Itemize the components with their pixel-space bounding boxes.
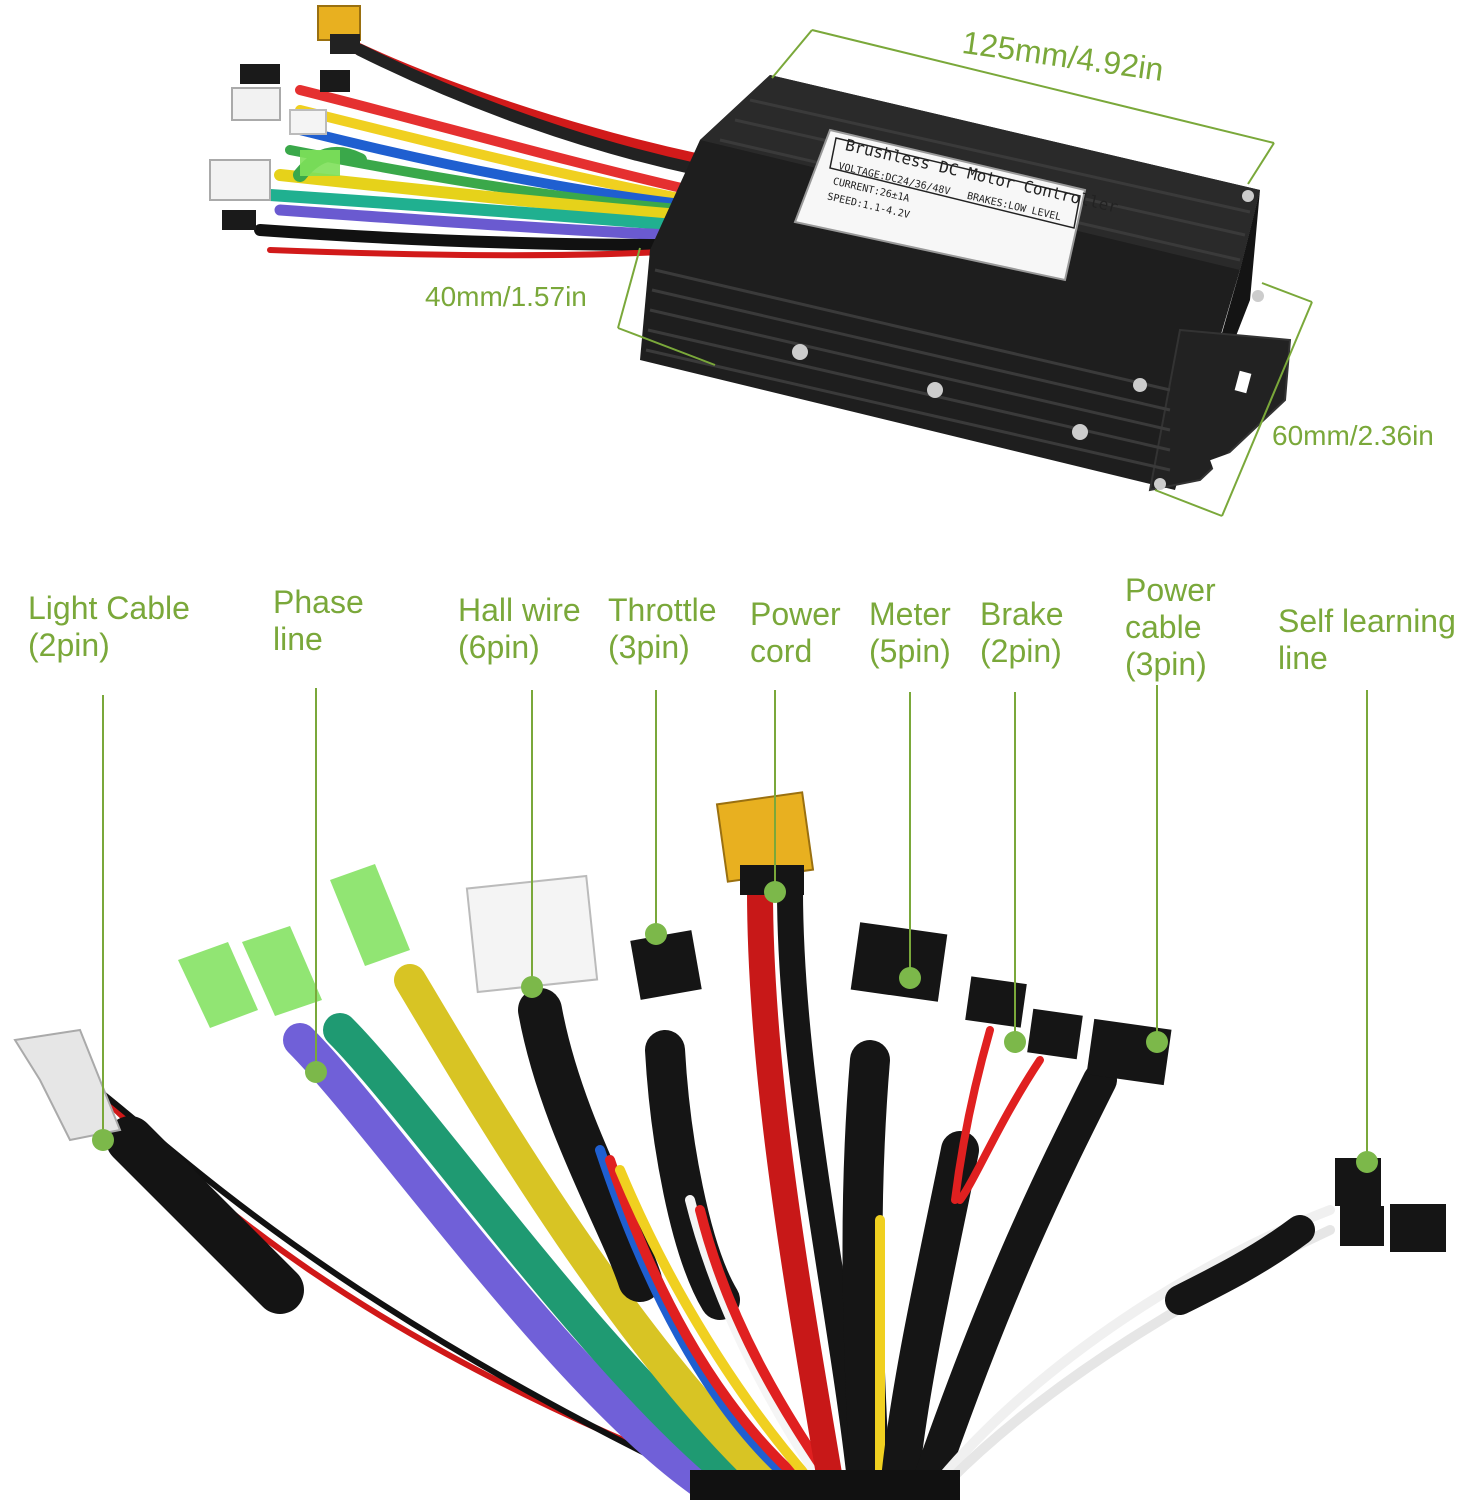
callout-light-cable: Light Cable(2pin) [28, 590, 190, 663]
callout-hall-wire: Hall wire(6pin) [458, 592, 581, 665]
controller-box [640, 75, 1292, 492]
dimension-lines [617, 29, 1313, 517]
harness-bundle [690, 1470, 960, 1500]
controller-connectors-top [209, 5, 361, 230]
dimension-height: 40mm/1.57in [425, 281, 587, 312]
callout-dots [92, 881, 1378, 1173]
callout-meter: Meter(5pin) [869, 596, 951, 669]
callout-throttle: Throttle(3pin) [608, 592, 717, 665]
dimension-width: 60mm/2.36in [1272, 420, 1434, 451]
callout-leader-lines [102, 685, 1368, 1160]
callout-brake: Brake(2pin) [980, 596, 1064, 669]
harness-wires [57, 877, 1335, 1500]
harness-connectors [13, 791, 1446, 1252]
